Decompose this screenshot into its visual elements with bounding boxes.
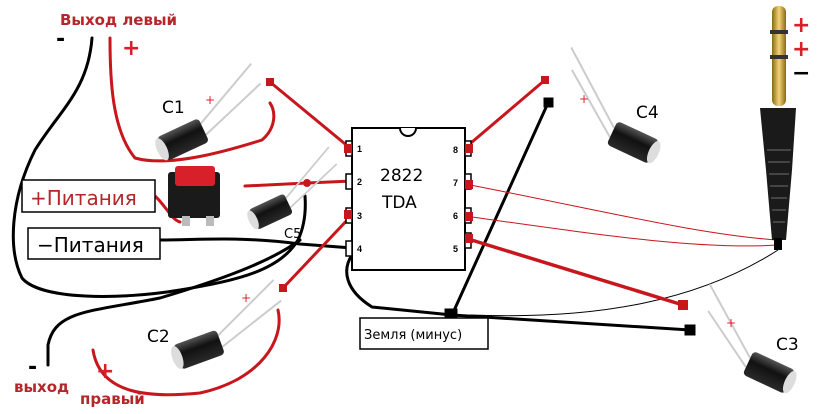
c3-label: C3	[776, 335, 799, 355]
power-minus-wire	[158, 237, 354, 250]
right-minus-label: -	[28, 355, 37, 380]
c1-label: C1	[162, 98, 185, 118]
pin-5: 5	[453, 244, 458, 254]
right-output-label-1: выход	[14, 378, 69, 396]
ground-box: Земля (минус)	[359, 317, 489, 350]
pin-1: 1	[357, 144, 362, 154]
c5-label: C5	[284, 227, 301, 242]
jack-ground-wire	[469, 249, 779, 317]
tda2822-chip: 2822 TDA 1 2 3 4 5 6 7 8	[344, 127, 473, 271]
c4-plus: +	[579, 92, 589, 106]
audio-jack	[760, 6, 796, 250]
capacitor-c1	[139, 62, 275, 165]
pin8-c4-wire	[463, 78, 547, 150]
c2-label: C2	[147, 327, 170, 347]
power-plus-box: +Питания	[21, 179, 156, 213]
pin-4: 4	[357, 244, 362, 254]
c3-plus: +	[726, 316, 736, 330]
power-minus-box: −Питания	[27, 227, 161, 260]
c1-pin1-wire	[268, 80, 352, 150]
jack-plus-1: +	[792, 13, 810, 38]
chip-label-number: 2822	[380, 166, 423, 186]
pin6-jack-wire	[464, 215, 779, 247]
jack-minus: −	[792, 61, 810, 86]
left-output-label: Выход левый	[60, 11, 177, 29]
chip-label-name: TDA	[381, 193, 417, 213]
power-minus-label: −Питания	[37, 233, 144, 257]
c2-right-output-wire	[91, 308, 281, 397]
capacitor-c4	[570, 47, 661, 164]
c4-label: C4	[636, 103, 659, 123]
right-plus-label: +	[96, 359, 114, 384]
black-wires	[11, 36, 696, 367]
pin-2: 2	[357, 177, 362, 187]
pin-3: 3	[357, 211, 362, 221]
capacitor-c3	[707, 283, 797, 394]
pin5-c3-wire	[463, 236, 685, 307]
pin-8: 8	[453, 145, 458, 155]
jack-plus-2: +	[792, 37, 810, 62]
pin3-c2-wire	[281, 213, 354, 290]
pin7-jack-wire	[464, 183, 779, 241]
pin-6: 6	[453, 211, 458, 221]
left-minus-label: -	[56, 27, 65, 52]
c2-plus: +	[241, 291, 251, 305]
pin-7: 7	[453, 178, 458, 188]
left-output-plus-wire	[108, 36, 276, 163]
c4-ground-wire	[450, 101, 550, 317]
power-plus-label: +Питания	[30, 186, 137, 210]
c1-plus: +	[205, 93, 215, 107]
ground-label: Земля (минус)	[364, 328, 462, 343]
left-plus-label: +	[122, 36, 140, 61]
c5-ground-wire	[46, 238, 302, 367]
right-output-label-2: правый	[80, 390, 145, 408]
chip-ground-wire	[345, 253, 692, 332]
power-switch	[168, 166, 220, 226]
capacitor-c5	[233, 146, 349, 233]
